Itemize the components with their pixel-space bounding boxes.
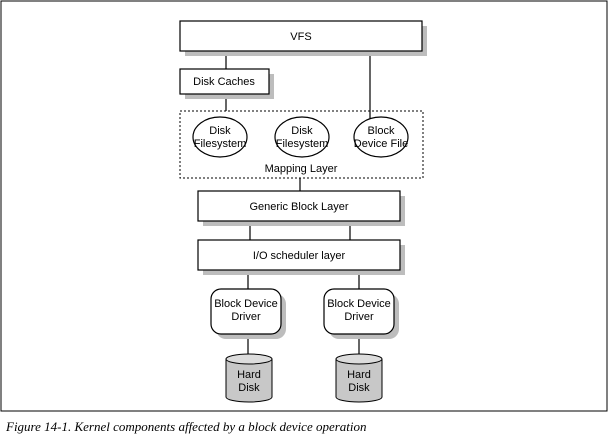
disk-filesystem-2-line1: Disk: [291, 125, 313, 137]
disk-filesystem-1-line1: Disk: [209, 125, 231, 137]
hard-disk-1-line2: Disk: [238, 382, 260, 394]
disk-filesystem-1: Disk Filesystem: [192, 116, 248, 158]
block-device-driver-2: Block Device Driver: [323, 288, 399, 339]
io-scheduler-label: I/O scheduler layer: [253, 250, 346, 262]
block-device-file-line1: Block: [368, 125, 395, 137]
driver-2-line2: Driver: [344, 311, 374, 323]
driver-1-line1: Block Device: [214, 298, 278, 310]
io-scheduler-box: I/O scheduler layer: [197, 239, 405, 275]
mapping-layer-label: Mapping Layer: [265, 163, 338, 175]
driver-1-line2: Driver: [231, 311, 261, 323]
figure-caption: Figure 14-1. Kernel components affected …: [6, 419, 367, 434]
disk-filesystem-1-line2: Filesystem: [194, 138, 247, 150]
disk-caches-box: Disk Caches: [179, 68, 274, 99]
vfs-label: VFS: [290, 31, 311, 43]
generic-block-layer-box: Generic Block Layer: [197, 190, 405, 226]
disk-filesystem-2-line2: Filesystem: [276, 138, 329, 150]
disk-filesystem-2: Disk Filesystem: [274, 116, 330, 158]
generic-block-layer-label: Generic Block Layer: [249, 201, 348, 213]
hard-disk-1-line1: Hard: [237, 369, 261, 381]
hard-disk-2-line2: Disk: [348, 382, 370, 394]
hard-disk-2-line1: Hard: [347, 369, 371, 381]
figure-frame: [0, 0, 608, 412]
vfs-box: VFS: [179, 20, 427, 56]
block-device-file: Block Device File: [353, 116, 409, 158]
hard-disk-2-icon: Hard Disk: [335, 353, 383, 403]
hard-disk-1-icon: Hard Disk: [225, 353, 273, 403]
disk-caches-label: Disk Caches: [193, 76, 255, 88]
driver-2-line1: Block Device: [327, 298, 391, 310]
block-device-file-line2: Device File: [354, 138, 408, 150]
block-device-driver-1: Block Device Driver: [210, 288, 286, 339]
mapping-layer-region: Mapping Layer: [179, 110, 424, 179]
